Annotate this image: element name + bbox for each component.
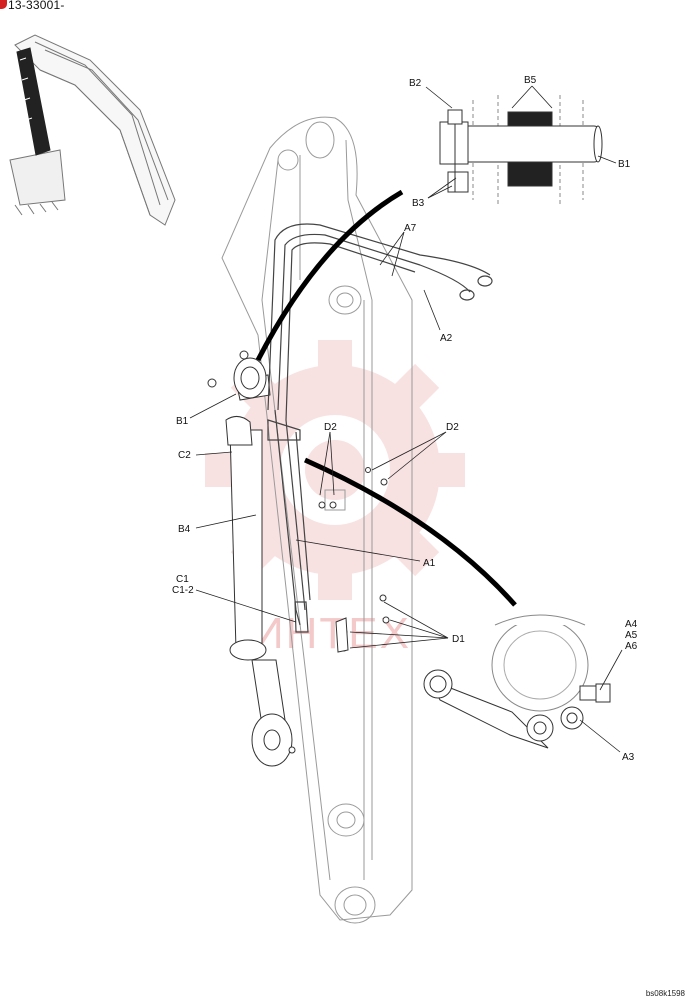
callout-c1: C1	[176, 574, 189, 585]
callout-a4: A4	[625, 619, 638, 630]
callout-a3: A3	[622, 752, 635, 763]
callout-b3: B3	[412, 198, 425, 209]
clamp-fittings	[318, 467, 390, 653]
callout-c2: C2	[178, 450, 191, 461]
callout-a6: A6	[625, 641, 638, 652]
callout-d2-right: D2	[446, 422, 459, 433]
callout-b5: B5	[524, 75, 537, 86]
callout-a1: A1	[423, 558, 436, 569]
drawing-reference: bs08k1598	[645, 989, 685, 998]
callout-b2: B2	[409, 78, 422, 89]
pin-detail-view	[439, 95, 603, 205]
callout-b4: B4	[178, 524, 191, 535]
callout-b1: B1	[176, 416, 189, 427]
callout-d2-left: D2	[324, 422, 337, 433]
cylinder-end-detail-view	[423, 614, 611, 749]
header-part-code: 13-33001-	[8, 0, 65, 12]
callout-labels: B2 B5 B1 B3 A7 A2 B1 D2 D2 C2 B4 A1 C1 C…	[172, 75, 638, 763]
thumbnail-excavator-arm	[9, 34, 176, 226]
callout-d1: D1	[452, 634, 465, 645]
callout-c1-2: C1-2	[172, 585, 194, 596]
callout-a5: A5	[625, 630, 638, 641]
callout-a2: A2	[440, 333, 453, 344]
hose-lines	[267, 223, 493, 633]
watermark-text: ИНТЕХ	[252, 609, 411, 658]
bucket-cylinder	[207, 350, 296, 767]
arm-body	[221, 116, 413, 924]
callout-a7: A7	[404, 223, 417, 234]
callout-leader-lines	[189, 85, 623, 753]
header-badge	[0, 0, 7, 9]
callout-b1-top: B1	[618, 159, 631, 170]
detail-pointers	[255, 189, 517, 607]
